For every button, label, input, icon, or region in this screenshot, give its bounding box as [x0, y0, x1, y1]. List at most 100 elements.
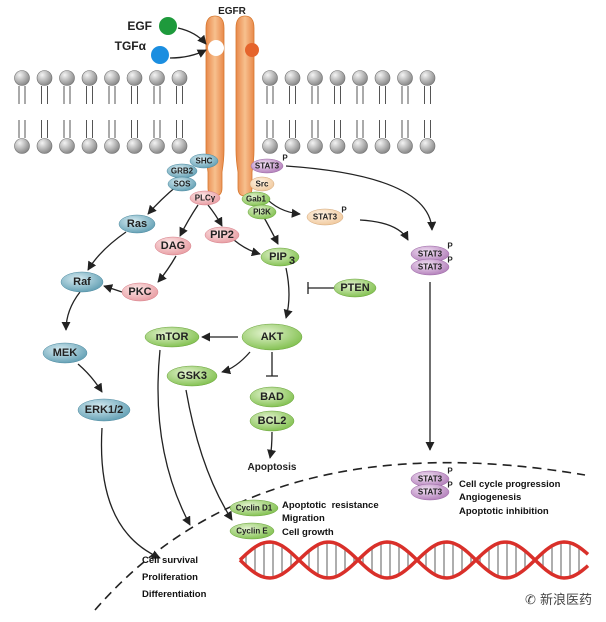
raf-label: Raf [73, 276, 91, 288]
lipid-head [149, 138, 165, 154]
lipid-head [149, 70, 165, 86]
stat3-dimer-node: STAT3 STAT3 P P [410, 242, 453, 276]
erk-label: ERK1/2 [85, 404, 124, 416]
lipid-head [419, 138, 436, 154]
lipid-head [14, 70, 30, 86]
lipid-head [126, 138, 143, 154]
stat3-membrane-p: P [282, 154, 288, 163]
dag-node: DAG [154, 236, 192, 256]
pip3-label: PIP [269, 251, 287, 263]
lipid-head [329, 138, 346, 154]
lipid-head [81, 70, 98, 86]
lipid-head [104, 70, 120, 86]
src-node: Src [249, 176, 275, 192]
plcy-label: PLCγ [195, 194, 216, 203]
gsk3-node: GSK3 [166, 365, 218, 387]
outcome-right-1: Cell cycle progression [459, 479, 561, 490]
lipid-head [36, 70, 53, 86]
outcome-middle-1: Apoptotic resistance [282, 500, 379, 511]
grb2-label: GRB2 [171, 167, 194, 176]
egf-binding-arrow [177, 27, 207, 45]
outcome-middle-3: Cell growth [282, 527, 334, 538]
pi3k-node: PI3K [247, 204, 277, 220]
dna-strand [238, 540, 590, 580]
akt-node: AKT [241, 323, 303, 351]
bad-node: BAD [249, 386, 295, 408]
pathway-arrows [61, 165, 437, 559]
ras-node: Ras [118, 214, 156, 234]
dag-label: DAG [161, 240, 185, 252]
pip2-node: PIP2 [204, 226, 240, 244]
mek-node: MEK [42, 342, 88, 364]
lipid-head [307, 138, 323, 154]
nucleus-boundary [94, 461, 586, 611]
egfr-binding-site-left [208, 40, 224, 56]
lipid-head [262, 138, 278, 154]
egfr-receptor [205, 15, 259, 197]
lipid-head [284, 70, 301, 86]
outcome-middle-2: Migration [282, 513, 325, 524]
outcome-left-2: Proliferation [142, 572, 198, 583]
tgfa-label: TGFα [115, 39, 147, 53]
lipid-head [262, 70, 278, 86]
erk-node: ERK1/2 [77, 398, 131, 422]
stat3-dimer-top-label: STAT3 [418, 250, 443, 259]
lipid-head [104, 138, 120, 154]
tgfa-ligand [151, 46, 169, 64]
stat3-nuclear-p1: P [447, 467, 453, 476]
tgfa-binding-arrow [169, 49, 207, 59]
stat3-cytoplasm-node: STAT3 P [306, 206, 347, 226]
bcl2-label: BCL2 [258, 415, 287, 427]
lipid-head [307, 70, 323, 86]
grb2-node: GRB2 [166, 163, 198, 179]
pkc-node: PKC [121, 282, 159, 302]
stat3-dimer-p2: P [447, 256, 453, 265]
pten-label: PTEN [340, 282, 369, 294]
lipid-head [126, 70, 143, 86]
lipid-head [59, 70, 75, 86]
gsk3-label: GSK3 [177, 370, 207, 382]
egfr-label: EGFR [218, 6, 247, 17]
akt-label: AKT [261, 331, 284, 343]
apoptosis-label: Apoptosis [248, 462, 297, 473]
mtor-node: mTOR [144, 326, 200, 348]
lipid-head [14, 138, 30, 154]
cyclin-e-node: Cyclin E [229, 522, 275, 540]
lipid-head [329, 70, 346, 86]
outcome-right-2: Angiogenesis [459, 492, 521, 503]
stat3-nuclear-node: STAT3 STAT3 P P [410, 467, 453, 501]
plcy-node: PLCγ [189, 190, 221, 206]
stat3-dimer-p1: P [447, 242, 453, 251]
pip3-node: PIP 3 [260, 247, 300, 267]
pip2-label: PIP2 [210, 229, 234, 241]
lipid-head [171, 70, 188, 86]
egfr-binding-site-right [245, 43, 259, 57]
shc-node: SHC [189, 153, 219, 169]
lipid-head [397, 138, 413, 154]
stat3-membrane-label: STAT3 [255, 162, 280, 171]
watermark: ✆ 新浪医药 [525, 589, 592, 608]
mtor-label: mTOR [156, 331, 189, 343]
pip3-subscript: 3 [289, 255, 295, 267]
pkc-label: PKC [128, 286, 151, 298]
mek-label: MEK [53, 347, 78, 359]
outcome-right-3: Apoptotic inhibition [459, 506, 549, 517]
shc-label: SHC [196, 157, 213, 166]
bcl2-node: BCL2 [249, 410, 295, 432]
stat3-membrane-node: STAT3 P [250, 154, 288, 174]
sos-node: SOS [167, 176, 197, 192]
watermark-text: 新浪医药 [539, 593, 592, 608]
stat3-dimer-bottom-label: STAT3 [418, 263, 443, 272]
outcome-left-1: Cell survival [142, 555, 198, 566]
lipid-head [397, 70, 413, 86]
src-label: Src [256, 180, 269, 189]
lipid-head [81, 138, 98, 154]
lipid-head [36, 138, 53, 154]
sos-label: SOS [174, 180, 192, 189]
lipid-head [419, 70, 436, 86]
lipid-head [374, 138, 391, 154]
lipid-head [171, 138, 188, 154]
cyclin-d1-label: Cyclin D1 [236, 504, 273, 513]
gab1-node: Gab1 [241, 191, 271, 207]
